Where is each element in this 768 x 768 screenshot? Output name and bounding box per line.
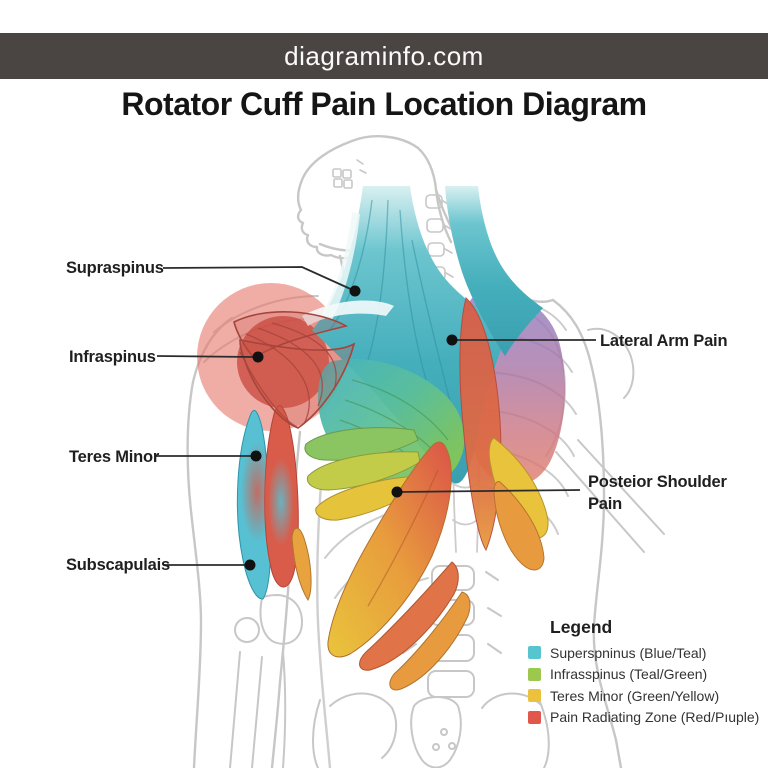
legend-item-label: Teres Minor (Green/Yellow) <box>550 687 720 704</box>
label-infraspinus: Infraspinus <box>69 348 156 366</box>
muscle-supraspinatus-sliver <box>302 300 394 326</box>
label-lateral-arm-pain: Lateral Arm Pain <box>600 332 728 350</box>
muscle-neck-right <box>445 186 543 356</box>
legend-item: Superspninus (Blue/Teal) <box>528 644 759 661</box>
legend-title: Legend <box>550 617 613 637</box>
legend-swatch-green <box>528 667 541 681</box>
legend-item: Infrasspinus (Teal/Green) <box>528 666 759 682</box>
muscle-deltoid <box>233 311 356 429</box>
neck-muscle-gap <box>322 212 360 320</box>
muscle-trapezius <box>312 186 510 484</box>
legend-item-label: Infrasspinus (Teal/Green) <box>550 666 708 682</box>
legend-swatch-yellow <box>528 689 541 702</box>
leader-teres-minor <box>155 450 262 462</box>
muscle-right-leafs <box>488 437 549 571</box>
legend-item: Teres Minor (Green/Yellow) <box>528 687 759 704</box>
label-supraspinus: Supraspinus <box>66 259 164 277</box>
legend-swatch-teal <box>528 646 541 659</box>
leader-subscapulais <box>163 559 256 571</box>
leader-posteior-shoulder-pain <box>391 486 581 498</box>
site-header-bar: diagraminfo.com <box>0 33 768 79</box>
label-subscapulais: Subscapulais <box>66 556 170 574</box>
muscle-layers <box>233 186 549 691</box>
leader-infraspinus <box>156 351 264 363</box>
legend-item: Pain Radiating Zone (Red/Pıuple) <box>528 709 760 725</box>
muscle-lower-fingers <box>359 561 471 691</box>
label-posteior-shoulder-pain: Posteior Shoulder Pain <box>588 473 727 513</box>
trapezius-fibers <box>329 199 453 411</box>
muscle-erector-right <box>459 297 502 552</box>
legend-swatch-red <box>528 710 541 724</box>
legend-item-label: Pain Radiating Zone (Red/Pıuple) <box>550 709 760 725</box>
site-name: diagraminfo.com <box>284 40 484 71</box>
legend: Legend Superspninus (Blue/Teal) Infrassp… <box>528 617 759 732</box>
label-teres-minor: Teres Minor <box>69 448 160 466</box>
muscle-arm-spindles <box>236 405 312 602</box>
muscle-teres-major-mass <box>327 441 452 658</box>
page-title: Rotator Cuff Pain Location Diagram <box>121 86 647 122</box>
legend-item-label: Superspninus (Blue/Teal) <box>550 644 707 661</box>
leader-lateral-arm-pain <box>446 334 596 346</box>
leader-lines <box>155 266 596 571</box>
leader-supraspinus <box>162 266 361 297</box>
